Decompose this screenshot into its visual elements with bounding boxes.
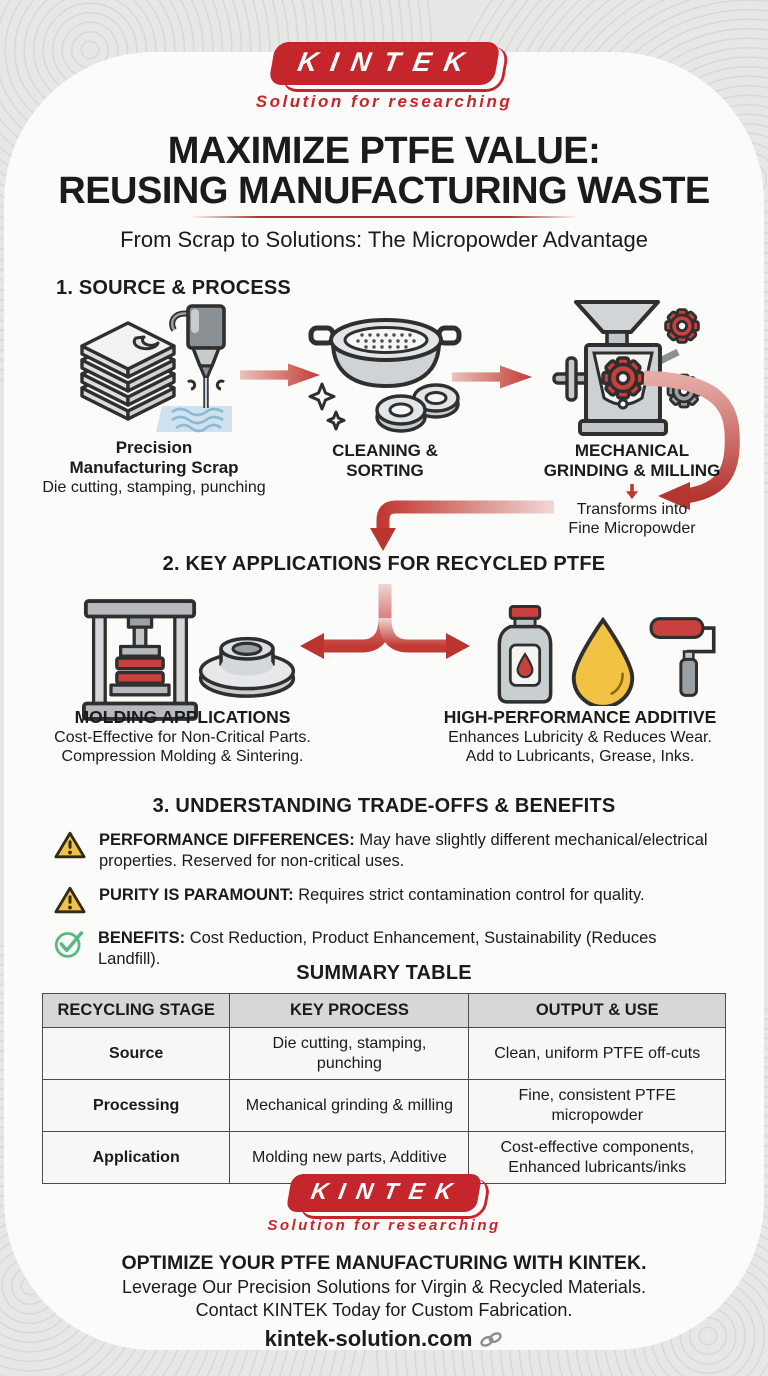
cell-stage: Application: [41, 1131, 231, 1185]
step2-title-line1: CLEANING &: [332, 441, 438, 460]
table-row: Processing Mechanical grinding & milling…: [41, 1079, 726, 1133]
step1-title-line2: Manufacturing Scrap: [69, 458, 239, 478]
page-title-line2: REUSING MANUFACTURING WASTE: [58, 169, 710, 212]
molding-line2: Compression Molding & Sintering.: [61, 747, 304, 765]
link-icon: [480, 1331, 503, 1347]
check-icon: [54, 931, 84, 958]
branch-arrows: [300, 584, 470, 659]
brand-tagline: Solution for researching: [255, 92, 513, 111]
bullet2-text: Requires strict contamination control fo…: [298, 886, 645, 905]
step1-subtitle: Die cutting, stamping, punching: [42, 479, 266, 497]
summary-table-title: SUMMARY TABLE: [296, 962, 472, 984]
stacked-sheets-die-cutter-icon: [80, 304, 232, 433]
sieve-sorting-icon: [308, 318, 462, 433]
cell-output: Cost-effective components, Enhanced lubr…: [468, 1131, 726, 1185]
arrow-cleaning-to-grinding: [452, 365, 532, 389]
title-divider: [189, 216, 579, 218]
brand-tagline: Solution for researching: [267, 1217, 501, 1234]
website-text[interactable]: kintek-solution.com: [264, 1326, 473, 1351]
warning-icon: [54, 887, 86, 914]
summary-table: RECYCLING STAGE KEY PROCESS OUTPUT & USE…: [41, 993, 726, 1185]
molding-title: MOLDING APPLICATIONS: [74, 707, 291, 727]
footer-line1: Leverage Our Precision Solutions for Vir…: [122, 1277, 646, 1297]
table-row: Source Die cutting, stamping, punching C…: [41, 1026, 726, 1081]
col-header-output-use: OUTPUT & USE: [468, 993, 726, 1028]
additive-title: HIGH-PERFORMANCE ADDITIVE: [443, 707, 717, 727]
bullet3-text: Cost Reduction, Product Enhancement, Sus…: [98, 929, 657, 969]
step3-title-line1: MECHANICAL: [574, 441, 690, 460]
col-header-key-process: KEY PROCESS: [229, 993, 470, 1028]
oil-droplet-icon: [571, 616, 635, 706]
section2-heading: 2. KEY APPLICATIONS FOR RECYCLED PTFE: [162, 553, 606, 575]
mini-down-arrow-icon: [626, 484, 638, 500]
additive-line2: Add to Lubricants, Grease, Inks.: [465, 747, 695, 765]
footer-headline: OPTIMIZE YOUR PTFE MANUFACTURING WITH KI…: [121, 1252, 647, 1274]
list-item: PURITY IS PARAMOUNT: Requires strict con…: [54, 885, 726, 915]
molding-line1: Cost-Effective for Non-Critical Parts.: [54, 728, 311, 746]
table-header-row: RECYCLING STAGE KEY PROCESS OUTPUT & USE: [41, 993, 726, 1028]
tradeoffs-list: PERFORMANCE DIFFERENCES: May have slight…: [54, 830, 726, 983]
footer-logo: KINTEK Solution for researching: [0, 1174, 768, 1234]
step3-title-line2: GRINDING & MILLING: [543, 461, 721, 481]
molded-ring-icon: [198, 636, 296, 698]
cell-process: Mechanical grinding & milling: [229, 1079, 470, 1133]
cell-process: Die cutting, stamping, punching: [229, 1026, 470, 1081]
arrow-to-section2: [370, 500, 554, 551]
bullet3-label: BENEFITS:: [98, 929, 186, 948]
header-logo: KINTEK Solution for researching: [0, 42, 768, 112]
cell-stage: Source: [41, 1026, 231, 1081]
kintek-logo-text: KINTEK: [295, 47, 480, 77]
footer-line2: Contact KINTEK Today for Custom Fabricat…: [195, 1300, 573, 1320]
bullet1-label: PERFORMANCE DIFFERENCES:: [99, 831, 355, 849]
step3-note-line1: Transforms into: [576, 501, 688, 519]
step2-title-line2: SORTING: [346, 461, 424, 481]
bullet1-text: May have slightly different mechanical/e…: [99, 831, 708, 871]
cell-output: Fine, consistent PTFE micropowder: [468, 1079, 726, 1133]
grinder-gears-icon: [552, 300, 702, 436]
bullet2-label: PURITY IS PARAMOUNT:: [99, 886, 294, 905]
section1-heading: 1. SOURCE & PROCESS: [56, 277, 291, 299]
kintek-logo-text: KINTEK: [309, 1178, 466, 1204]
paint-roller-icon: [649, 617, 716, 697]
website-link[interactable]: kintek-solution.com: [265, 1326, 504, 1352]
list-item: PERFORMANCE DIFFERENCES: May have slight…: [54, 830, 726, 872]
oil-bottle-icon: [497, 604, 553, 704]
warning-icon: [54, 831, 86, 859]
list-item: BENEFITS: Cost Reduction, Product Enhanc…: [54, 928, 726, 970]
step3-note-line2: Fine Micropowder: [568, 519, 696, 537]
cell-stage: Processing: [41, 1079, 231, 1133]
col-header-recycling-stage: RECYCLING STAGE: [41, 993, 231, 1028]
compression-press-icon: [82, 599, 198, 721]
kintek-logo-badge: KINTEK: [285, 1174, 483, 1212]
cell-output: Clean, uniform PTFE off-cuts: [468, 1026, 726, 1081]
page-subtitle: From Scrap to Solutions: The Micropowder…: [120, 227, 648, 252]
step1-title-line1: Precision: [115, 438, 193, 457]
page-title-line1: MAXIMIZE PTFE VALUE:: [167, 130, 601, 172]
section3-heading: 3. UNDERSTANDING TRADE-OFFS & BENEFITS: [152, 795, 616, 817]
arrow-grinding-to-micropowder: [643, 370, 740, 510]
kintek-logo-badge: KINTEK: [267, 42, 501, 85]
additive-line1: Enhances Lubricity & Reduces Wear.: [448, 728, 712, 746]
